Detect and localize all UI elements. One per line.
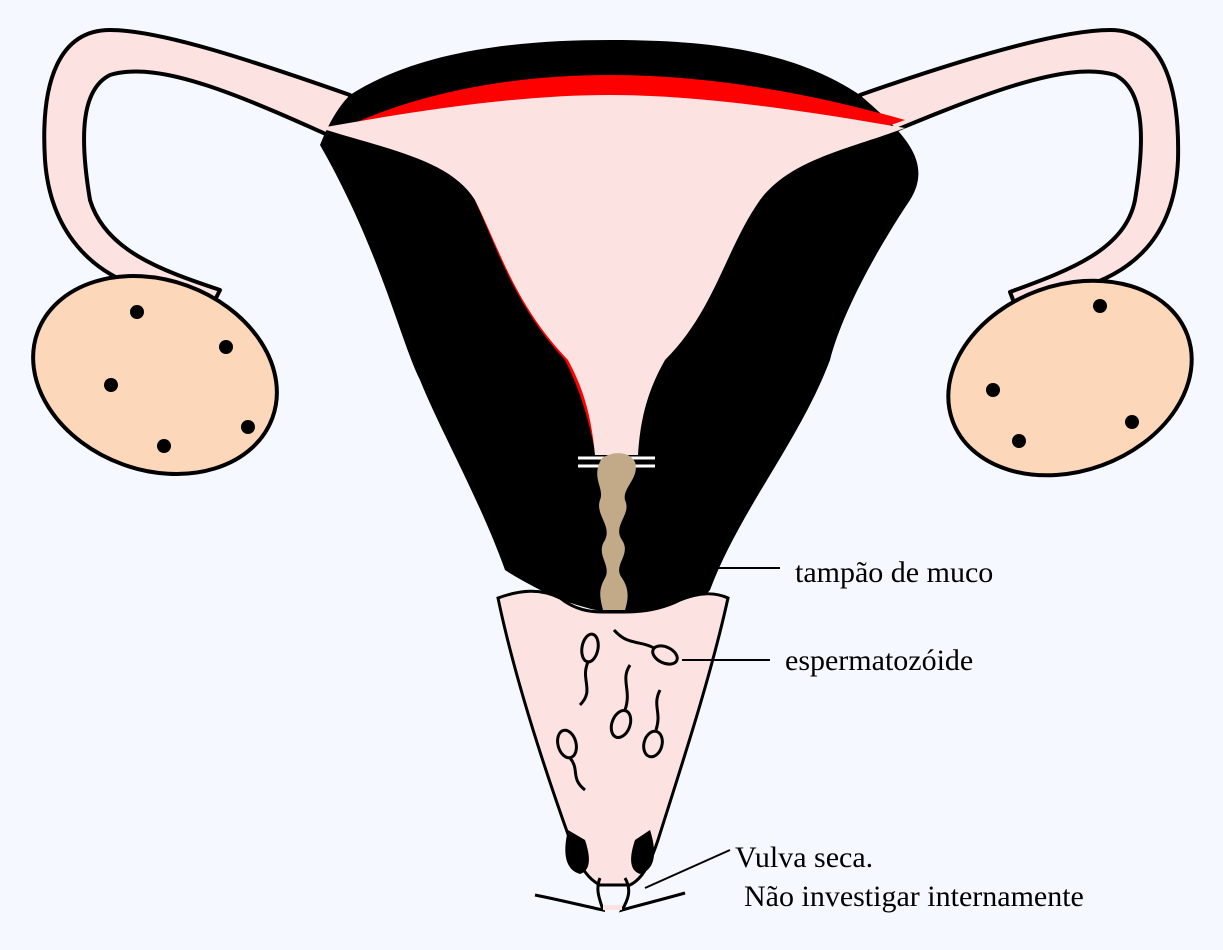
right-ovary [921,248,1220,508]
sperm-label: espermatozóide [785,644,973,677]
vulva-leader [645,850,730,888]
vulva-left [535,878,603,910]
left-ovary [5,243,305,507]
vulva-label-line2: Não investigar internamente [744,880,1084,913]
vulva-label-line1: Vulva seca. [735,841,873,874]
mucus-plug-label: tampão de muco [795,556,993,589]
left-fallopian-tube [44,30,350,300]
vulva-opening [603,905,622,910]
vagina [498,591,728,885]
